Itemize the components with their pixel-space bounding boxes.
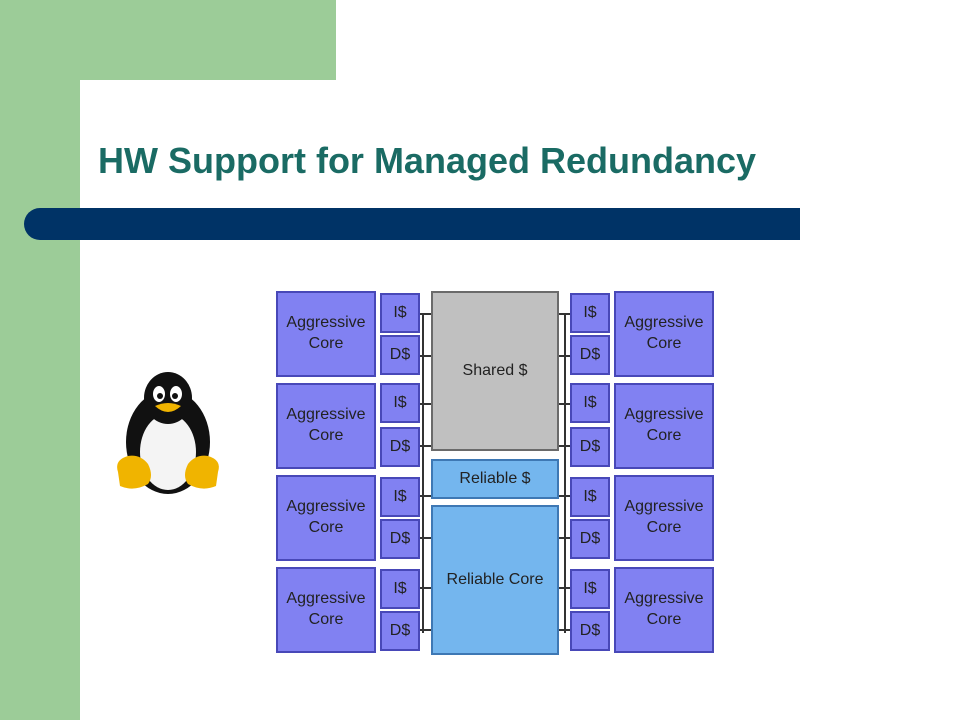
left-icache-2: I$	[380, 383, 420, 423]
left-icache-1: I$	[380, 293, 420, 333]
bus-stub	[556, 313, 572, 315]
right-core-2: Aggressive Core	[614, 383, 714, 469]
right-icache-2: I$	[570, 383, 610, 423]
left-core-3: Aggressive Core	[276, 475, 376, 561]
shared-cache: Shared $	[431, 291, 559, 451]
reliable-cache: Reliable $	[431, 459, 559, 499]
right-dcache-2: D$	[570, 427, 610, 467]
bus-stub	[416, 445, 432, 447]
right-core-1: Aggressive Core	[614, 291, 714, 377]
left-core-4: Aggressive Core	[276, 567, 376, 653]
left-dcache-1: D$	[380, 335, 420, 375]
green-top-band	[0, 0, 336, 80]
left-dcache-4: D$	[380, 611, 420, 651]
left-dcache-2: D$	[380, 427, 420, 467]
cmp-architecture-diagram: Aggressive Core Aggressive Core Aggressi…	[276, 291, 716, 655]
right-dcache-1: D$	[570, 335, 610, 375]
left-icache-4: I$	[380, 569, 420, 609]
bus-stub	[556, 445, 572, 447]
bus-stub	[416, 629, 432, 631]
bus-stub	[416, 537, 432, 539]
right-dcache-3: D$	[570, 519, 610, 559]
bus-stub	[416, 403, 432, 405]
bus-stub	[556, 629, 572, 631]
bus-stub	[556, 495, 572, 497]
bus-stub	[556, 355, 572, 357]
left-icache-3: I$	[380, 477, 420, 517]
right-icache-1: I$	[570, 293, 610, 333]
bus-stub	[416, 313, 432, 315]
bus-stub	[416, 587, 432, 589]
reliable-core: Reliable Core	[431, 505, 559, 655]
bus-stub	[556, 587, 572, 589]
right-icache-3: I$	[570, 477, 610, 517]
right-dcache-4: D$	[570, 611, 610, 651]
bus-stub	[556, 537, 572, 539]
left-core-1: Aggressive Core	[276, 291, 376, 377]
bus-stub	[416, 495, 432, 497]
right-core-3: Aggressive Core	[614, 475, 714, 561]
title-underline-bar	[24, 208, 800, 240]
left-dcache-3: D$	[380, 519, 420, 559]
right-icache-4: I$	[570, 569, 610, 609]
bus-stub	[416, 355, 432, 357]
tux-penguin-icon	[117, 372, 219, 494]
left-core-2: Aggressive Core	[276, 383, 376, 469]
left-bus-line	[422, 313, 424, 633]
right-bus-line	[564, 313, 566, 633]
right-core-4: Aggressive Core	[614, 567, 714, 653]
bus-stub	[556, 403, 572, 405]
green-sidebar	[0, 0, 80, 720]
slide-title: HW Support for Managed Redundancy	[98, 140, 757, 181]
